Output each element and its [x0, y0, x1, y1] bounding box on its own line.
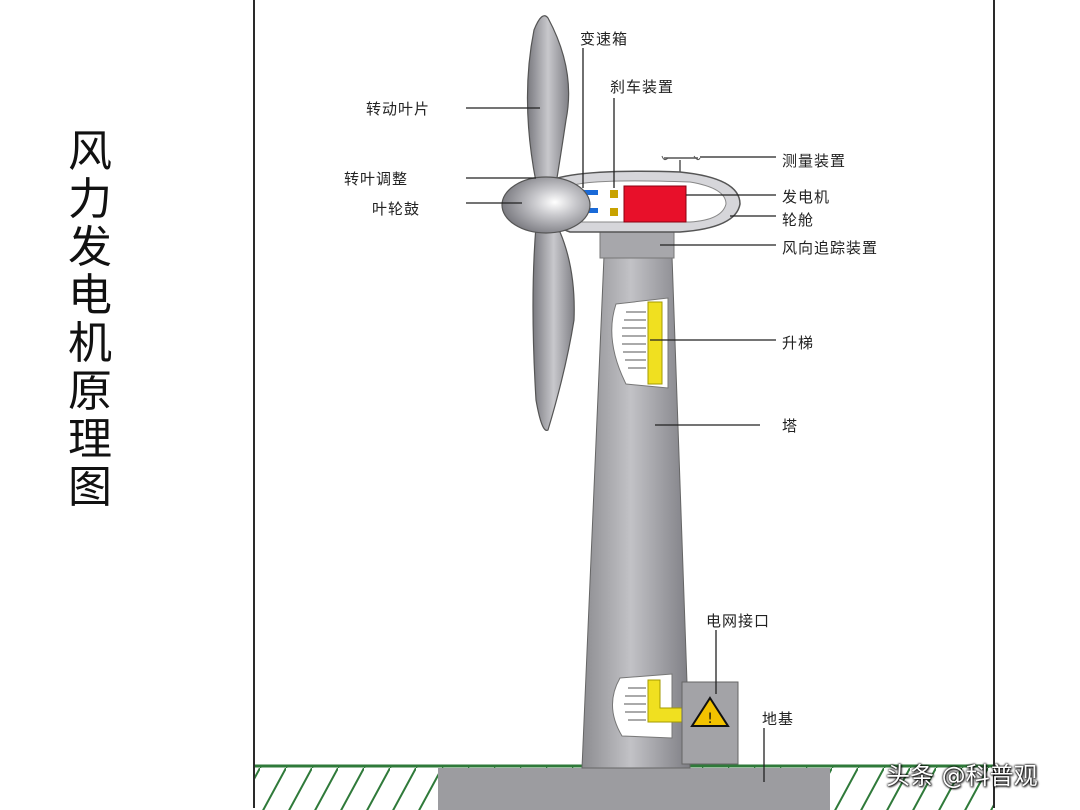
warning-icon [690, 696, 730, 727]
elevator-cutaway-lower [611, 673, 683, 739]
page-title: 风 力 发 电 机 原 理 图 [62, 128, 118, 512]
title-char: 图 [68, 462, 112, 513]
title-char: 电 [68, 270, 112, 321]
generator-block [623, 185, 687, 223]
title-char: 发 [68, 222, 112, 273]
label-nacelle: 轮舱 [782, 211, 815, 229]
label-tower: 塔 [782, 417, 799, 435]
rotor-blades [501, 15, 591, 432]
title-char: 风 [68, 126, 112, 177]
leader-lines [466, 48, 776, 782]
label-measuring-device: 测量装置 [782, 152, 847, 170]
label-gearbox: 变速箱 [580, 30, 629, 48]
elevator-cutaway-upper [611, 297, 669, 389]
label-pitch-adjust: 转叶调整 [344, 170, 409, 188]
label-hub: 叶轮鼓 [372, 200, 421, 218]
label-rotating-blade: 转动叶片 [366, 100, 431, 118]
title-char: 原 [68, 366, 112, 417]
label-grid-interface: 电网接口 [706, 612, 771, 630]
title-char: 理 [68, 414, 112, 465]
title-char: 机 [68, 318, 112, 369]
foundation-ground [255, 764, 993, 810]
grid-interface-box: ! [681, 681, 739, 765]
label-yaw-device: 风向追踪装置 [782, 239, 879, 257]
gearbox-part [580, 190, 598, 195]
label-elevator: 升梯 [782, 334, 815, 352]
title-char: 力 [68, 174, 112, 225]
svg-text:!: ! [707, 711, 713, 727]
label-foundation: 地基 [762, 710, 795, 728]
hub [501, 176, 591, 234]
label-brake: 刹车装置 [610, 78, 675, 96]
watermark: 头条 @科普观 [886, 762, 1038, 790]
label-generator: 发电机 [782, 188, 831, 206]
